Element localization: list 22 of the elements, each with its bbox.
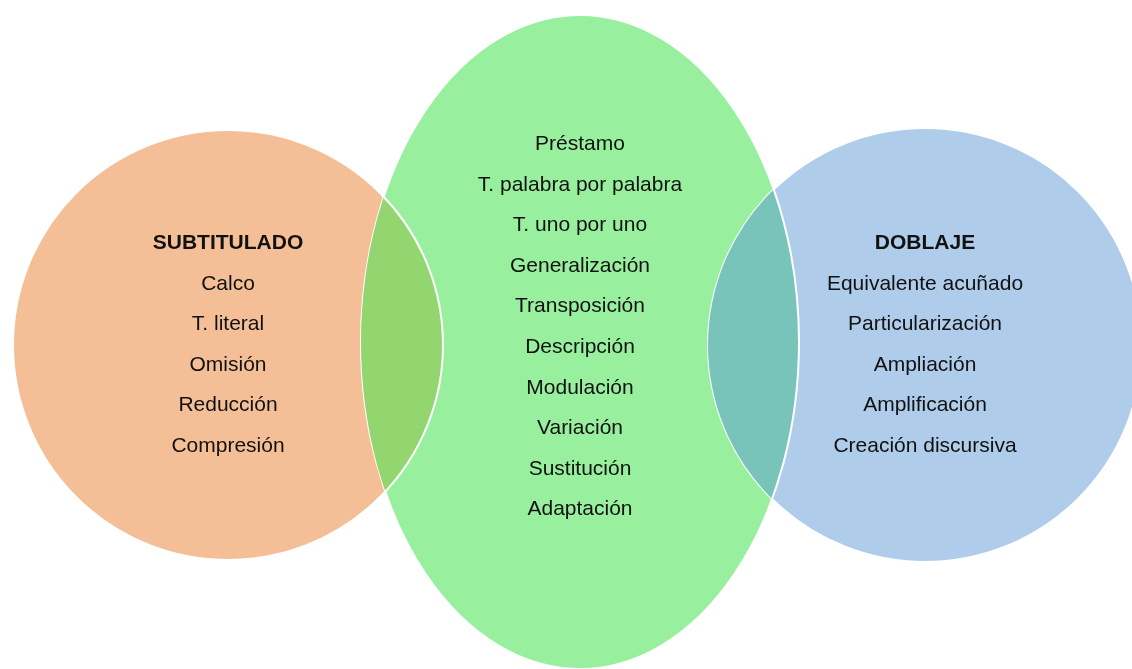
technique-label: Variación [537, 415, 623, 440]
technique-label: T. palabra por palabra [477, 171, 683, 196]
technique-label: Transposición [515, 293, 645, 318]
technique-label: T. literal [191, 311, 265, 336]
technique-label: Adaptación [527, 496, 633, 521]
technique-label: Omisión [189, 351, 267, 376]
technique-label: Particularización [847, 311, 1003, 336]
technique-label: T. uno por uno [512, 212, 648, 237]
technique-label: Compresión [171, 432, 285, 457]
technique-label: Sustitución [528, 455, 632, 480]
technique-label: Equivalente acuñado [826, 270, 1024, 295]
technique-label: Reducción [178, 392, 278, 417]
technique-label: Generalización [509, 252, 651, 277]
technique-label: Modulación [526, 374, 634, 399]
technique-label: Ampliación [873, 351, 977, 376]
technique-label: Calco [201, 270, 255, 295]
technique-label: Descripción [525, 333, 635, 358]
technique-label: Amplificación [863, 392, 987, 417]
circle-heading: DOBLAJE [874, 230, 976, 254]
technique-label: Préstamo [535, 131, 625, 155]
technique-label: Creación discursiva [833, 432, 1017, 457]
circle-heading: SUBTITULADO [152, 230, 304, 254]
